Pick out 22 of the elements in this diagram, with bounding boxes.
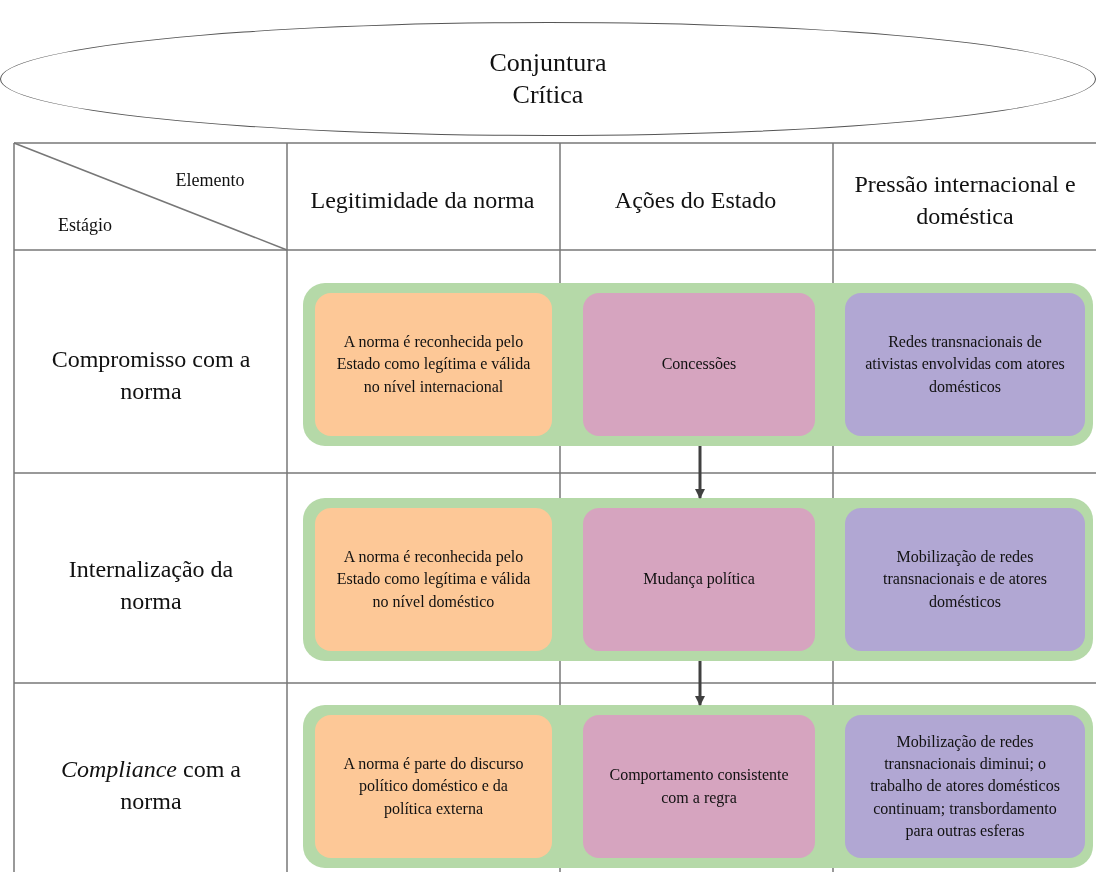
row-header: Internalização da norma (67, 554, 235, 616)
header-label: Estágio (58, 213, 112, 237)
arrow (695, 446, 705, 499)
content-box: A norma é reconhecida pelo Estado como legítima e válida no nível doméstico (315, 508, 552, 651)
column-header: Ações do Estado (614, 185, 777, 215)
column-header: Pressão internacional e doméstica (853, 169, 1077, 231)
arrow (695, 661, 705, 706)
content-box: A norma é reconhecida pelo Estado como legítima e válida no nível internacional (315, 293, 552, 436)
content-box: Mobilização de redes transnacionais e de atores domésticos (845, 508, 1085, 651)
content-box: Concessões (583, 293, 815, 436)
stage-band (303, 498, 1093, 661)
header-label: Elemento (175, 168, 245, 192)
stage-band (303, 705, 1093, 868)
column-header: Legitimidade da norma (310, 185, 535, 215)
row-header: Compromisso com a norma (51, 344, 251, 406)
content-box: A norma é parte do discurso político doméstico e da política externa (315, 715, 552, 858)
content-box: Mudança política (583, 508, 815, 651)
row-header: Compliance com a norma (60, 754, 242, 816)
content-box: Comportamento consistente com a regra (583, 715, 815, 858)
content-box: Mobilização de redes transnacionais diminui; o trabalho de atores domésticos continuam; transbordamento para outras esferas (845, 715, 1085, 858)
content-box: Redes transnacionais de ativistas envolvidas com atores domésticos (845, 293, 1085, 436)
stage-band (303, 283, 1093, 446)
